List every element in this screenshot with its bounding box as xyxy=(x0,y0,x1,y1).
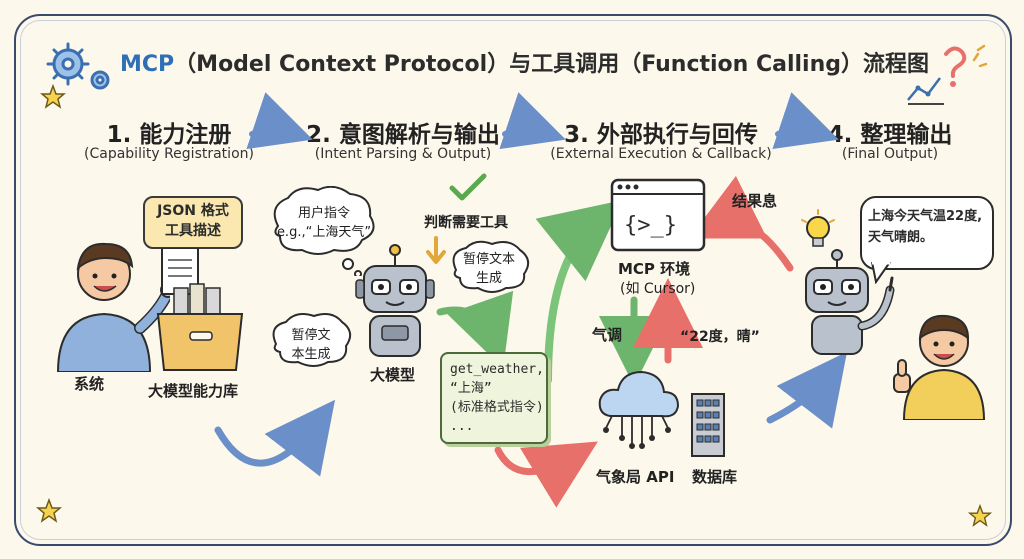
mcp-env-label: MCP 环境 xyxy=(618,260,691,278)
system-label: 系统 xyxy=(74,375,105,393)
function-call-code-box: get_weather, “上海” (标准格式指令) ... xyxy=(440,352,548,444)
final-output-text: 上海今天气温22度, 天气晴朗。 xyxy=(868,206,982,248)
question-chart-icon xyxy=(907,44,988,105)
system-person-icon xyxy=(56,242,170,372)
star-icon xyxy=(968,504,992,527)
checkmark-icon xyxy=(449,173,487,201)
output-robot-icon xyxy=(805,249,895,355)
thought-line-1: 用户指令 xyxy=(297,206,350,221)
code-line-3: (标准格式指令) xyxy=(450,400,544,415)
call-label: 气调 xyxy=(592,326,623,344)
card-line-1: JSON 格式 xyxy=(157,203,229,219)
weather-reply-label: “22度，晴” xyxy=(680,329,760,345)
weather-api-label: 气象局 API xyxy=(596,468,675,486)
thought-line-2: e.g.,“上海天气” xyxy=(276,225,372,240)
step-4-subtitle: (Final Output) xyxy=(841,146,939,162)
final-output-speech-bubble xyxy=(860,196,994,270)
capability-library-box-icon xyxy=(156,248,244,371)
title-rest: （Model Context Protocol）与工具调用（Function C… xyxy=(174,52,930,77)
step-1-subtitle: (Capability Registration) xyxy=(84,146,254,162)
speech-line-1: 上海今天气温22度, xyxy=(868,209,983,224)
diagram-title: MCP（Model Context Protocol）与工具调用（Functio… xyxy=(120,46,929,78)
pause-right-line-2: 生成 xyxy=(475,271,502,286)
pause-text-left: 暂停文 本生成 xyxy=(272,326,350,364)
pause-text-bubble-left xyxy=(272,313,352,367)
pause-text-bubble-right xyxy=(452,240,530,293)
llm-label: 大模型 xyxy=(370,366,416,384)
pause-text-right: 暂停文本 生成 xyxy=(452,250,526,288)
pause-right-line-1: 暂停文本 xyxy=(462,252,515,267)
mcp-environment-window-icon: {>_} xyxy=(610,178,706,252)
code-line-2: “上海” xyxy=(450,381,492,396)
step-4-title: 4. 整理输出 xyxy=(827,122,953,148)
database-building-icon xyxy=(691,393,725,457)
json-tool-description-card: JSON 格式 工具描述 xyxy=(143,196,243,249)
svg-text:{>_}: {>_} xyxy=(624,213,677,238)
capability-library-label: 大模型能力库 xyxy=(148,382,239,400)
star-icon xyxy=(36,498,62,523)
code-line-1: get_weather, xyxy=(450,362,544,377)
mcp-env-example: (如 Cursor) xyxy=(620,281,696,297)
diagram-frame xyxy=(14,14,1012,546)
step-1-title: 1. 能力注册 xyxy=(106,122,232,148)
title-mcp: MCP xyxy=(120,52,175,77)
happy-user-icon xyxy=(893,314,986,420)
llm-robot-icon xyxy=(355,244,435,357)
pause-left-line-1: 暂停文 xyxy=(291,328,331,343)
step-2-subtitle: (Intent Parsing & Output) xyxy=(314,146,492,162)
weather-api-cloud-icon xyxy=(598,370,680,449)
pause-left-line-2: 本生成 xyxy=(291,347,331,362)
judge-tool-label: 判断需要工具 xyxy=(424,215,508,231)
gears-icon xyxy=(46,42,110,90)
star-icon xyxy=(40,84,66,109)
code-line-4: ... xyxy=(450,419,474,434)
lightbulb-icon xyxy=(801,209,835,247)
card-line-2: 工具描述 xyxy=(165,223,221,239)
step-2-title: 2. 意图解析与输出 xyxy=(306,122,500,148)
result-label: 结果息 xyxy=(732,192,778,210)
speech-line-2: 天气晴朗。 xyxy=(868,230,934,245)
step-3-title: 3. 外部执行与回传 xyxy=(564,122,758,148)
speech-bubble-tail xyxy=(871,261,891,284)
step-3-subtitle: (External Execution & Callback) xyxy=(550,146,772,162)
user-instruction-thought-bubble xyxy=(273,186,375,276)
user-instruction-text: 用户指令 e.g.,“上海天气” xyxy=(274,204,374,242)
database-label: 数据库 xyxy=(692,468,738,486)
arrow-down-icon xyxy=(426,236,446,264)
